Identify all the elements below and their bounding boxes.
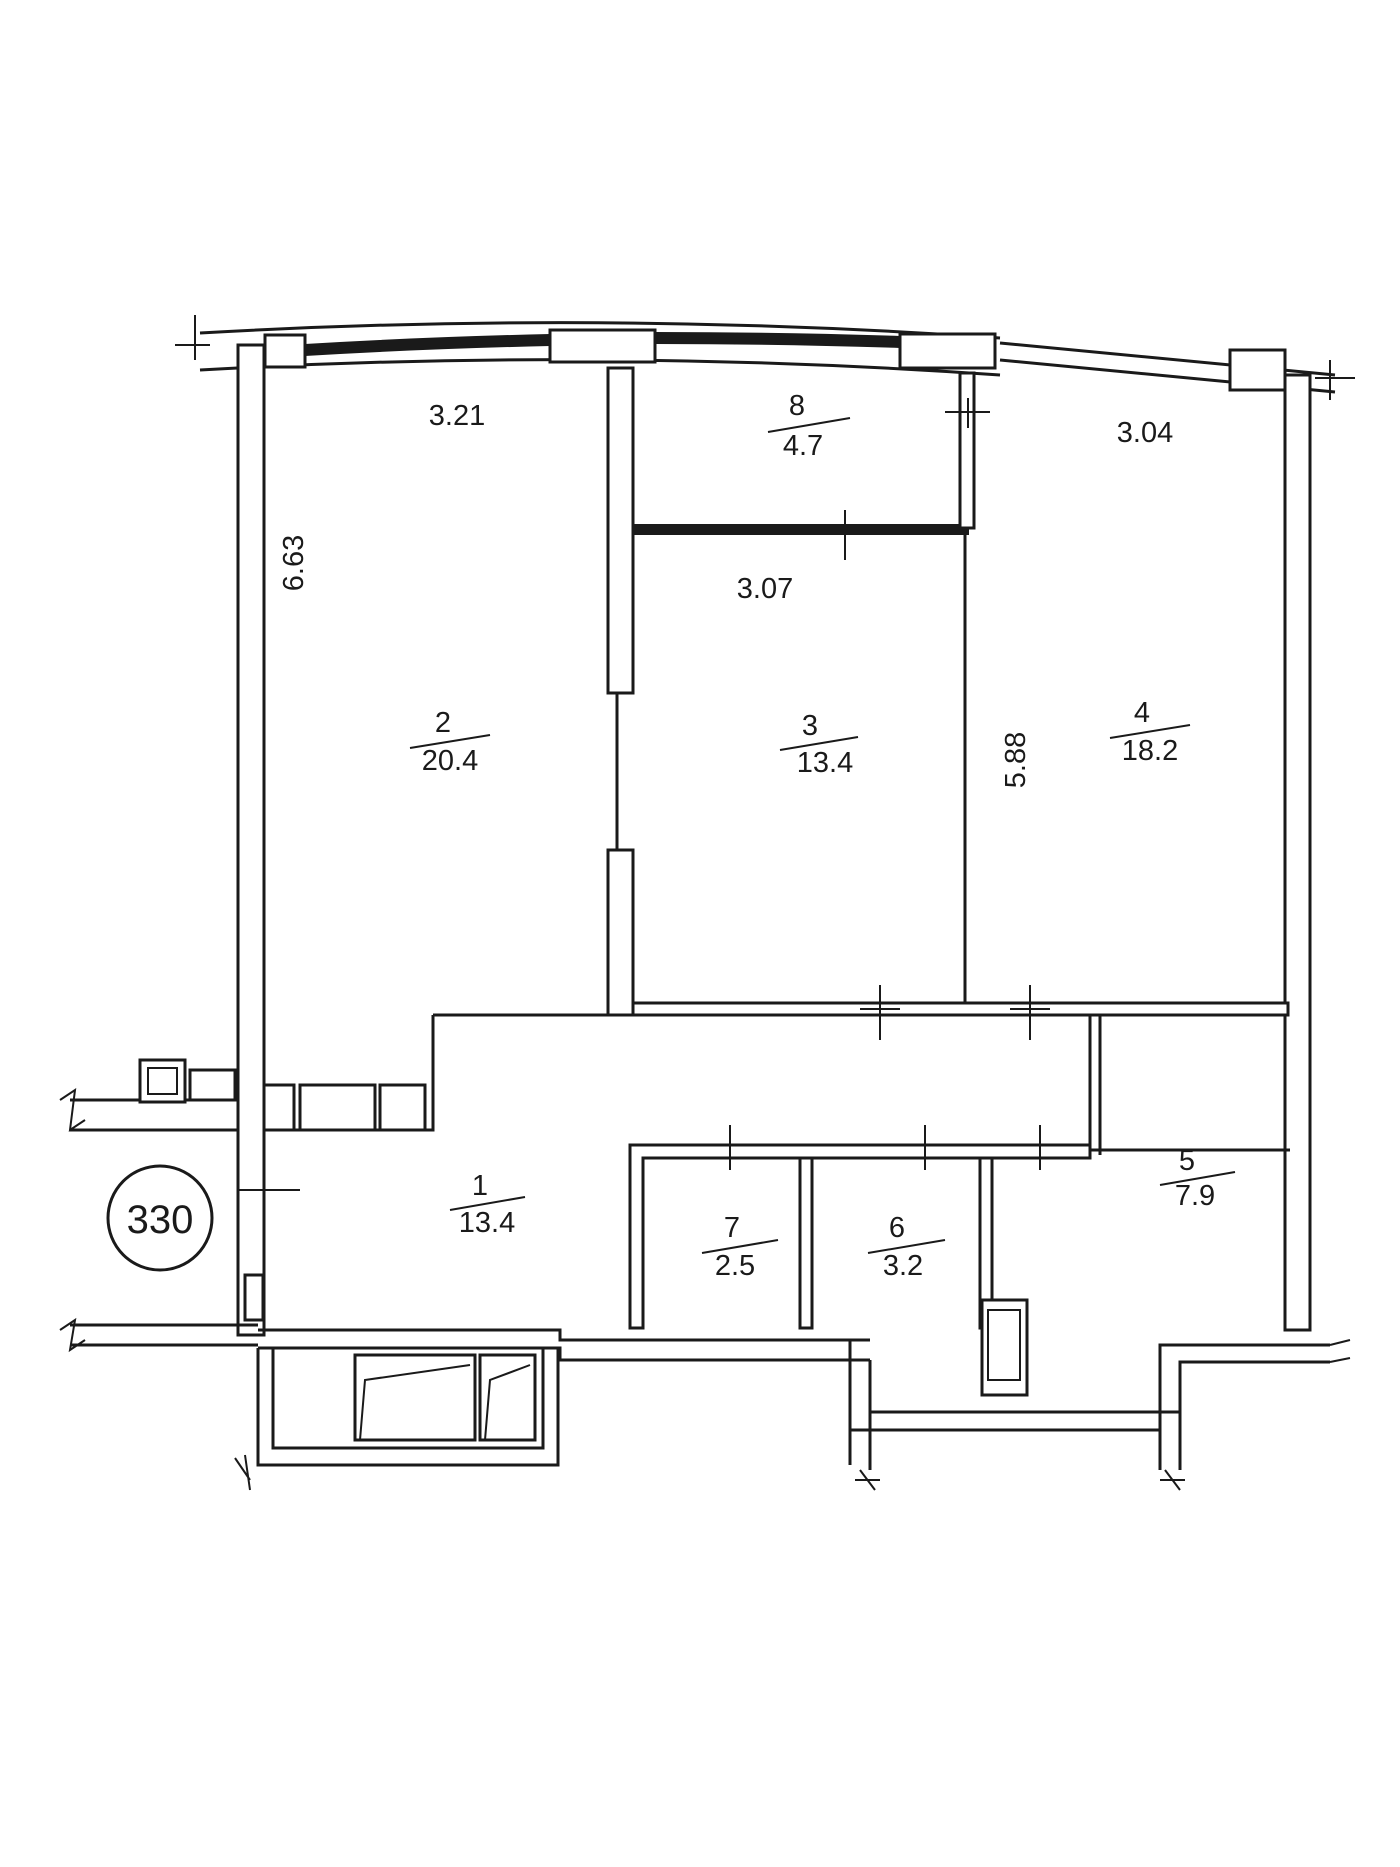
room-label-5: 5 7.9 xyxy=(1159,1145,1236,1212)
room-label-6: 6 3.2 xyxy=(867,1212,946,1282)
outer-walls xyxy=(236,343,1312,1337)
wall-bath-block xyxy=(628,1143,1092,1330)
room-number: 7 xyxy=(724,1212,740,1244)
left-wall xyxy=(236,343,266,1337)
room-label-3: 3 13.4 xyxy=(779,710,859,779)
room-area: 2.5 xyxy=(715,1250,755,1282)
room-label-2: 2 20.4 xyxy=(409,707,491,777)
room-area: 3.2 xyxy=(883,1250,923,1282)
room-area: 13.4 xyxy=(797,747,853,779)
wall-pier xyxy=(263,333,307,369)
dimension-labels: 3.21 6.63 3.07 3.04 5.88 xyxy=(278,400,1173,788)
wall-pier xyxy=(898,332,997,370)
duct xyxy=(243,1273,265,1322)
room-label-1: 1 13.4 xyxy=(449,1170,526,1239)
room-number: 4 xyxy=(1134,697,1150,729)
window-1 xyxy=(304,333,551,357)
room-number: 1 xyxy=(472,1170,488,1202)
dimension-room2-length: 6.63 xyxy=(278,535,310,591)
room-number: 3 xyxy=(802,710,818,742)
room-area: 20.4 xyxy=(422,745,478,777)
balcony-partition xyxy=(353,1353,477,1442)
room-area: 4.7 xyxy=(783,430,823,462)
room-number: 8 xyxy=(789,390,805,422)
radiator xyxy=(298,1083,377,1132)
room-number: 6 xyxy=(889,1212,905,1244)
wall-room8-room3 xyxy=(632,524,969,535)
room-label-4: 4 18.2 xyxy=(1109,697,1191,767)
door-marks xyxy=(238,398,1050,1191)
interior-walls xyxy=(70,366,1330,1470)
wall-room2-room3 xyxy=(606,366,635,695)
room-number: 2 xyxy=(435,707,451,739)
wall-room8-room4 xyxy=(958,371,976,530)
room-label-8: 8 4.7 xyxy=(767,390,851,462)
dimension-room3-width: 3.07 xyxy=(737,573,793,605)
radiator xyxy=(138,1058,187,1104)
right-wall xyxy=(1283,373,1312,1332)
apartment-number-badge: 330 xyxy=(106,1164,214,1272)
room-area: 18.2 xyxy=(1122,735,1178,767)
radiator xyxy=(262,1083,296,1132)
dimension-room2-width: 3.21 xyxy=(429,400,485,432)
wall-room3-hall xyxy=(631,1001,1290,1017)
wall-pier xyxy=(1228,348,1287,392)
radiator xyxy=(188,1068,237,1102)
wall-room7-room6 xyxy=(798,1156,814,1330)
room-area: 7.9 xyxy=(1175,1180,1215,1212)
window-2 xyxy=(654,331,901,349)
wall-room2-room3-lower xyxy=(606,848,635,1017)
dimension-room4-length: 5.88 xyxy=(1000,732,1032,788)
radiator xyxy=(378,1083,427,1132)
top-facade xyxy=(175,315,1355,400)
apartment-number: 330 xyxy=(127,1198,194,1242)
dimension-room4-width: 3.04 xyxy=(1117,417,1173,449)
room-number: 5 xyxy=(1179,1145,1195,1177)
room-label-7: 7 2.5 xyxy=(701,1212,779,1282)
left-side-elements xyxy=(59,1058,1351,1491)
room-area: 13.4 xyxy=(459,1207,515,1239)
wall-pier xyxy=(548,328,657,364)
